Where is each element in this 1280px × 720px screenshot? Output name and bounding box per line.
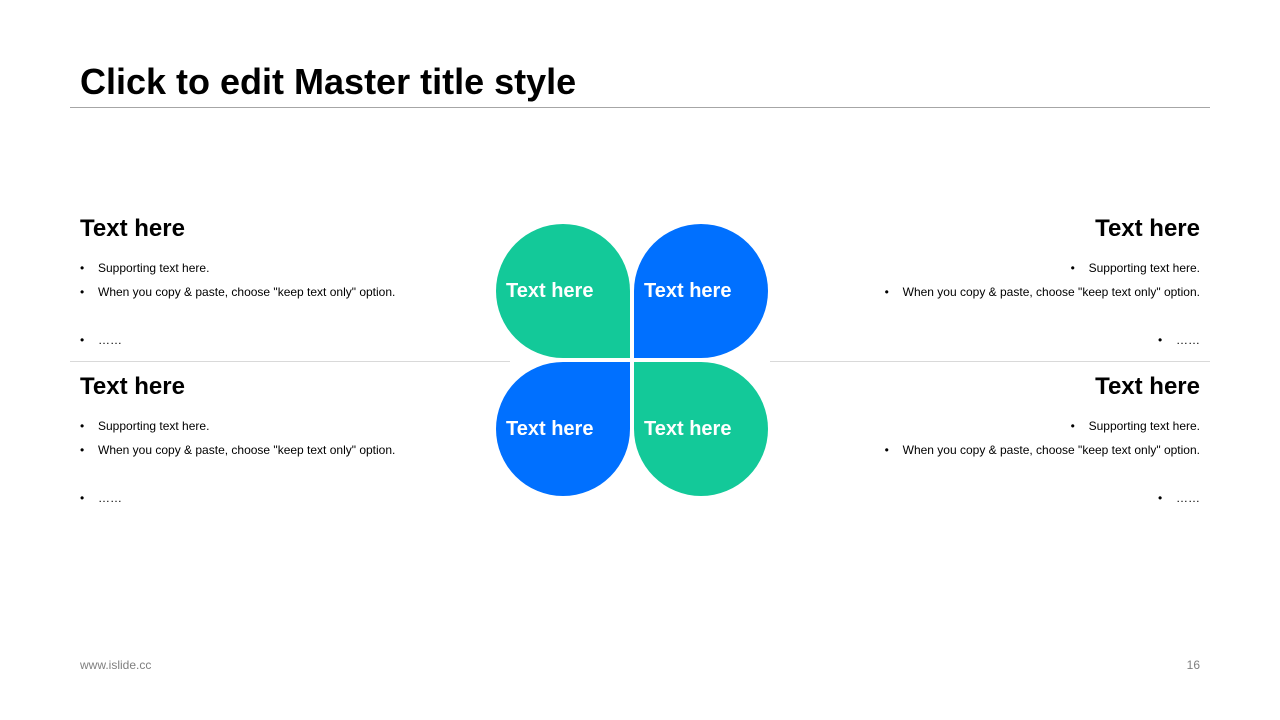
bullet-list: Supporting text here. When you copy & pa… [800,414,1200,510]
bullet-list: Supporting text here. When you copy & pa… [80,414,480,510]
bullet-item: Supporting text here. [80,256,480,280]
petal-top-right[interactable]: Text here [634,224,768,358]
divider-left [70,361,510,362]
bullet-item: …… [800,486,1200,510]
bullet-item: …… [800,328,1200,352]
bullet-item: When you copy & paste, choose "keep text… [80,280,480,304]
footer-url: www.islide.cc [80,658,152,672]
title-divider [70,107,1210,108]
petal-bottom-right[interactable]: Text here [634,362,768,496]
petal-label: Text here [506,417,594,440]
bullet-item: When you copy & paste, choose "keep text… [80,438,480,462]
block-heading: Text here [1095,215,1200,242]
bullet-item: Supporting text here. [800,256,1200,280]
text-block-bottom-left[interactable]: Text here Supporting text here. When you… [80,372,480,510]
bullet-item: When you copy & paste, choose "keep text… [800,280,1200,304]
bullet-item: …… [80,328,480,352]
bullet-item: Supporting text here. [80,414,480,438]
page-number: 16 [1186,658,1200,672]
block-heading: Text here [80,215,185,242]
bullet-item: …… [80,486,480,510]
petal-top-left[interactable]: Text here [496,224,630,358]
text-block-top-left[interactable]: Text here Supporting text here. When you… [80,214,480,352]
petal-label: Text here [644,279,732,302]
bullet-list: Supporting text here. When you copy & pa… [80,256,480,352]
bullet-list: Supporting text here. When you copy & pa… [800,256,1200,352]
bullet-item: When you copy & paste, choose "keep text… [800,438,1200,462]
petal-bottom-left[interactable]: Text here [496,362,630,496]
block-heading: Text here [80,373,185,400]
divider-right [770,361,1210,362]
petal-label: Text here [644,417,732,440]
petal-label: Text here [506,279,594,302]
text-block-top-right[interactable]: Text here Supporting text here. When you… [800,214,1200,352]
bullet-item: Supporting text here. [800,414,1200,438]
text-block-bottom-right[interactable]: Text here Supporting text here. When you… [800,372,1200,510]
block-heading: Text here [1095,373,1200,400]
slide-title[interactable]: Click to edit Master title style [80,61,577,102]
